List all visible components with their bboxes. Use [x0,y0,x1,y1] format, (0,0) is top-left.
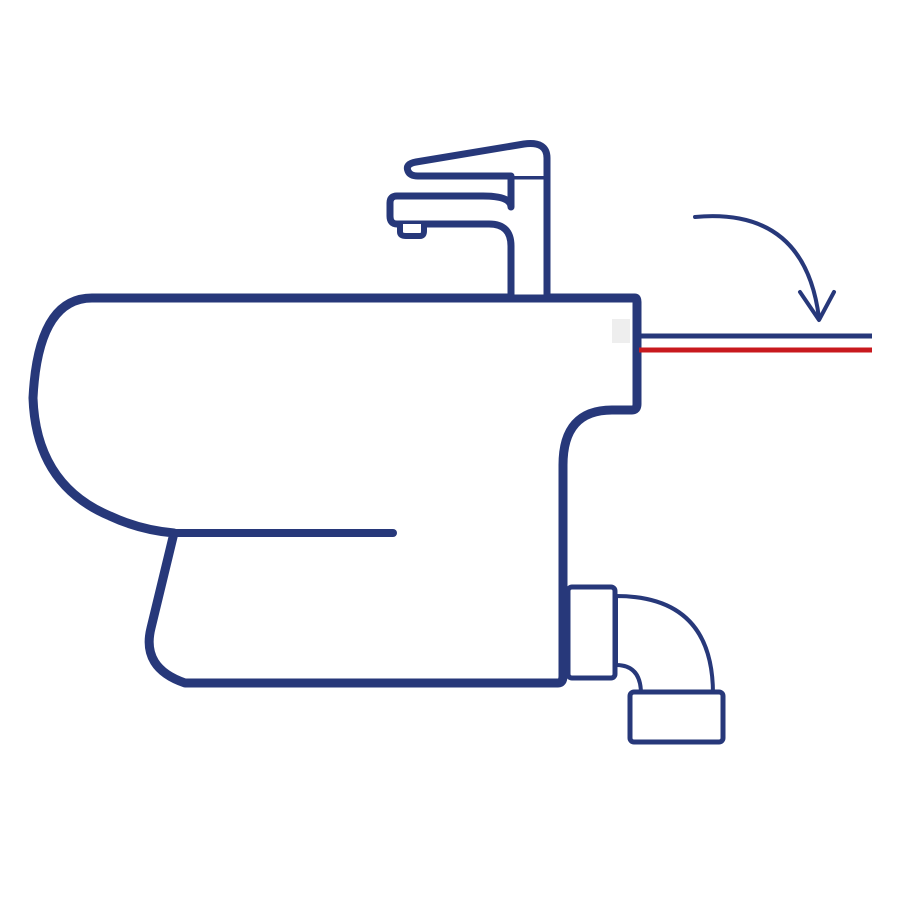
waste-trap-coupling [565,584,618,681]
elbow-pipe-icon [565,584,726,745]
waste-trap-bend [614,594,715,696]
direction-arrow-arc [693,214,821,320]
faucet-icon [386,140,551,302]
mixer-tap-lever [403,140,551,180]
supply-connector-block [612,319,630,343]
mixer-tap-aerator [397,224,427,239]
bidet-bowl-outline [28,293,642,688]
waste-trap-outlet [627,689,726,745]
direction-arrow-head [798,290,836,322]
mixer-tap-body [386,172,551,302]
curved-arrow-down-icon [693,214,836,322]
pipe-icon [639,333,872,353]
